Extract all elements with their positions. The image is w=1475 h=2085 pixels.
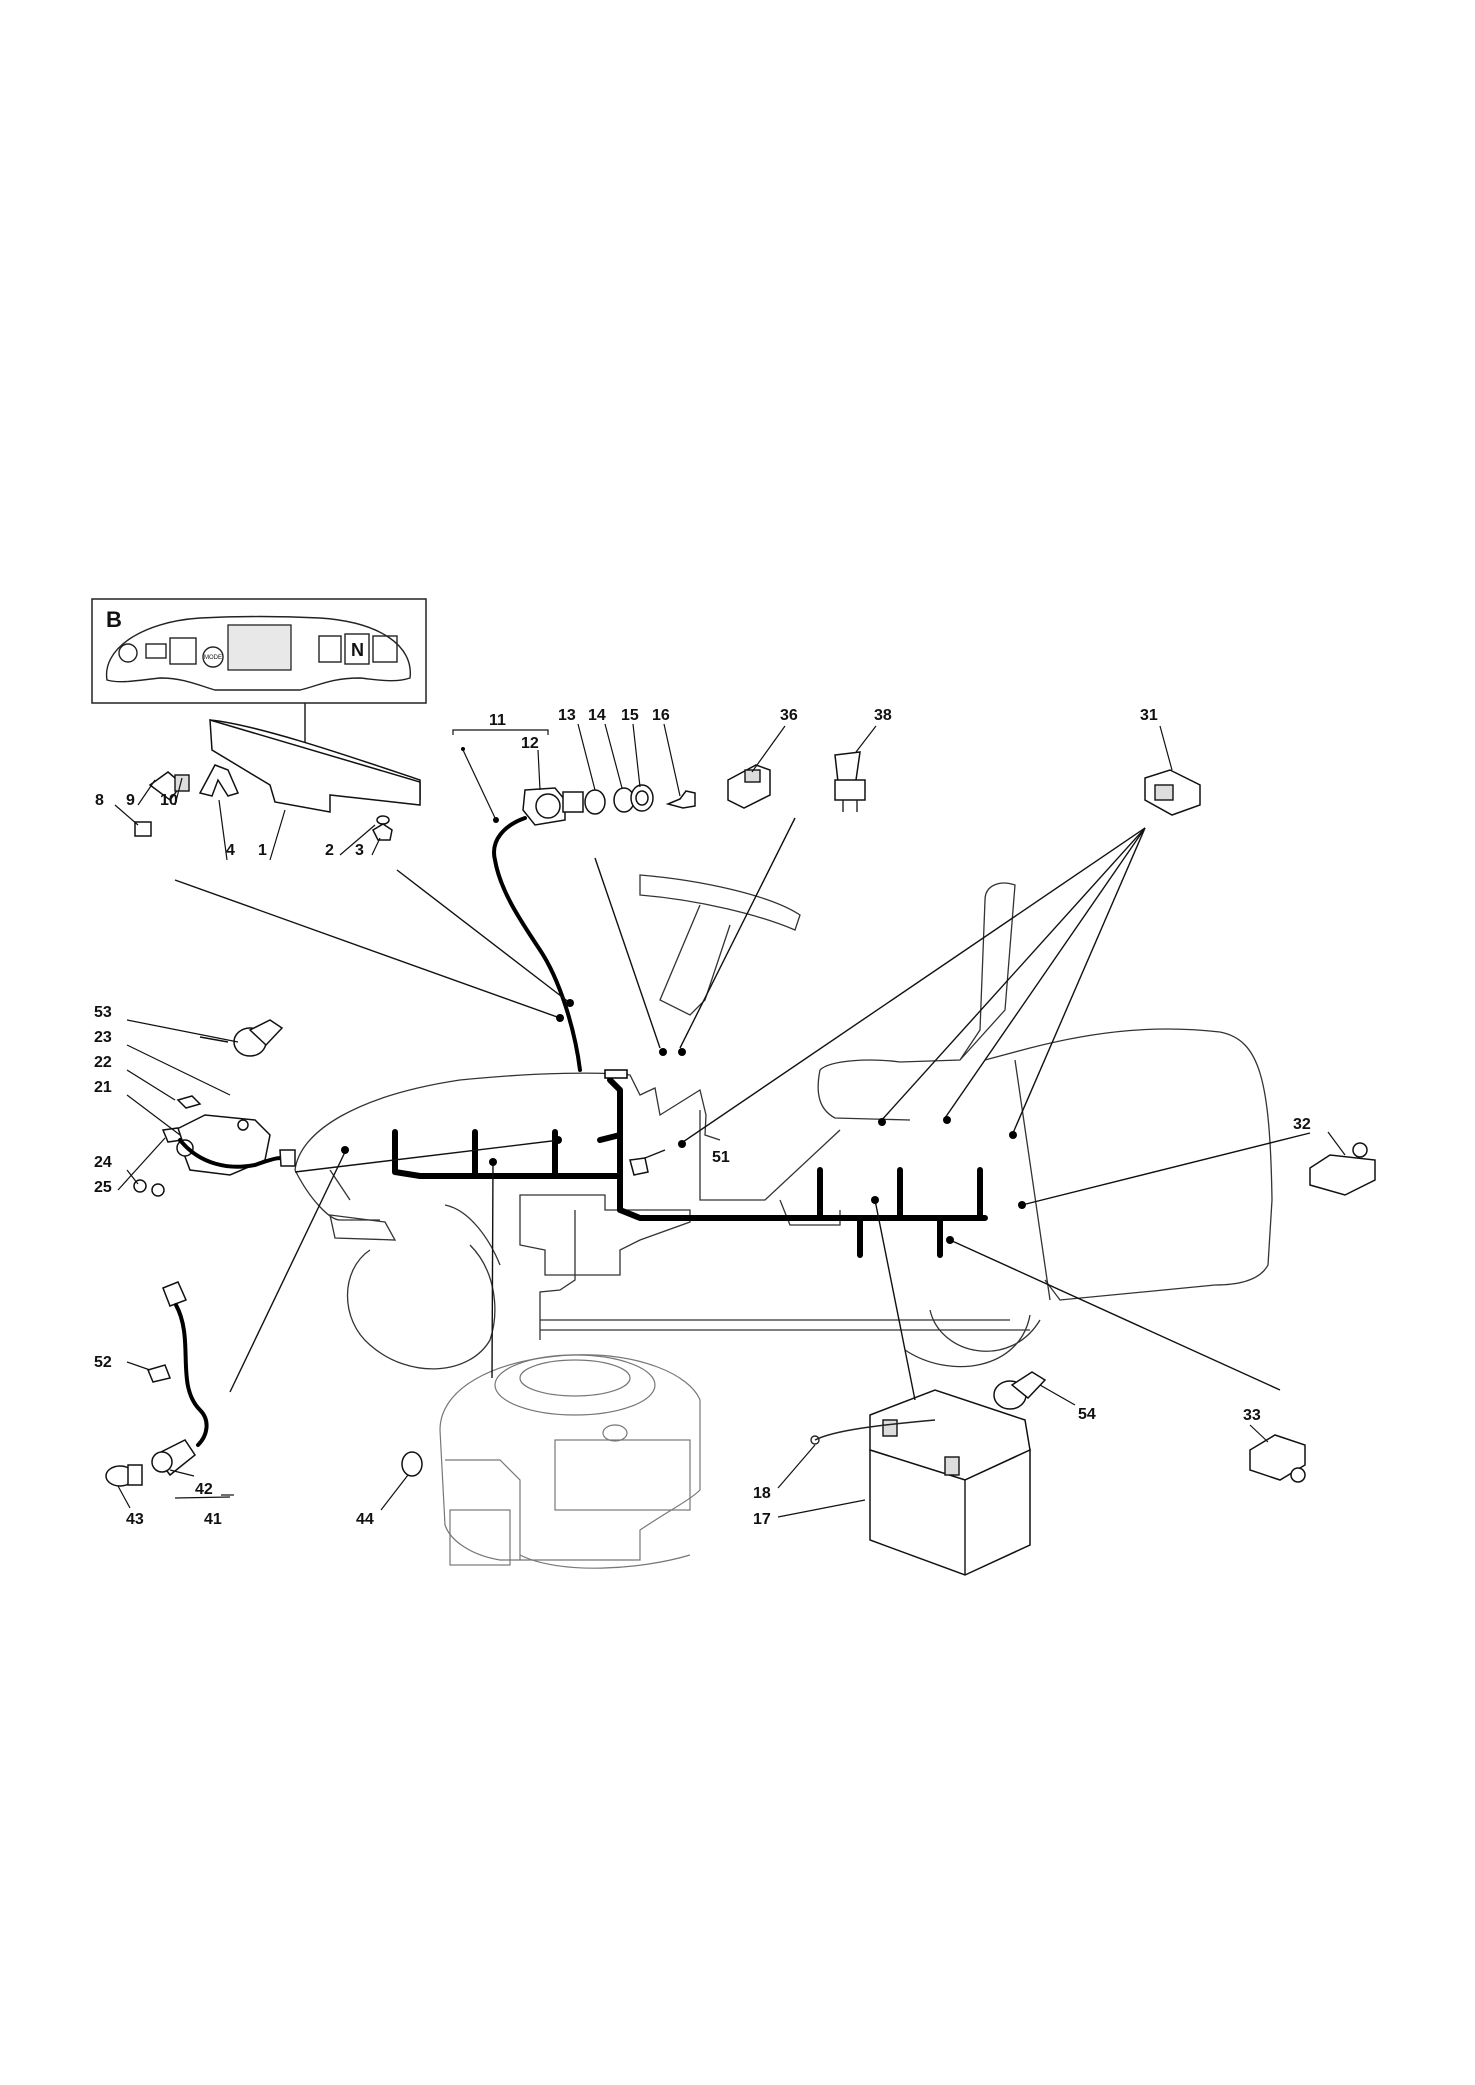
callout-32: 32 [1293,1116,1311,1133]
callout-23: 23 [94,1029,112,1046]
connection-points [341,747,1026,1244]
parts [105,718,1376,1487]
fuel-icon [145,643,167,659]
callout-41: 41 [204,1511,222,1528]
callout-22: 22 [94,1054,112,1071]
level-gauge-icon [169,637,197,665]
bulb-icon [105,1464,143,1487]
callout-25: 25 [94,1179,112,1196]
callout-54: 54 [1078,1406,1096,1423]
callout-42: 42 [195,1481,213,1498]
tractor-outline [294,874,1273,1370]
callout-24: 24 [94,1154,112,1171]
callout-51: 51 [712,1149,730,1166]
callout-leaders [114,723,1346,1518]
callout-18: 18 [753,1485,771,1502]
wiring-harness [392,816,988,1258]
callout-4: 4 [226,842,235,859]
callout-labels: 8 9 10 4 1 2 3 11 12 13 14 15 16 36 38 3… [94,707,1311,1528]
callout-12: 12 [521,735,539,752]
leader-lines [174,817,1311,1401]
inset-label: B [106,607,122,632]
callout-21: 21 [94,1079,112,1096]
callout-44: 44 [356,1511,374,1528]
seat-icon [318,635,342,663]
dashboard-panel-icon [105,615,411,691]
callout-53: 53 [94,1004,112,1021]
callout-13: 13 [558,707,576,724]
callout-52: 52 [94,1354,112,1371]
callout-3: 3 [355,842,364,859]
display-screen [227,624,292,671]
engine-icon [439,1354,701,1569]
callout-17: 17 [753,1511,771,1528]
callout-31: 31 [1140,707,1158,724]
callout-14: 14 [588,707,606,724]
callout-15: 15 [621,707,639,724]
neutral-glyph: N [351,640,364,660]
callout-1: 1 [258,842,267,859]
mode-button-label: MODE [204,655,222,661]
callout-8: 8 [95,792,104,809]
callout-10: 10 [160,792,178,809]
callout-33: 33 [1243,1407,1261,1424]
battery-warning-icon [372,635,398,663]
callout-9: 9 [126,792,135,809]
callout-2: 2 [325,842,334,859]
neutral-indicator [344,633,370,665]
callout-36: 36 [780,707,798,724]
battery-icon [810,1389,1031,1576]
callout-11: 11 [489,712,506,729]
callout-16: 16 [652,707,670,724]
ignition-switch-icon [522,787,584,826]
inset-b: B MODE N [91,598,427,756]
mode-button-icon [202,646,224,668]
callout-38: 38 [874,707,892,724]
rocker-switch-icon [727,764,771,809]
power-icon [118,643,138,663]
callout-43: 43 [126,1511,144,1528]
